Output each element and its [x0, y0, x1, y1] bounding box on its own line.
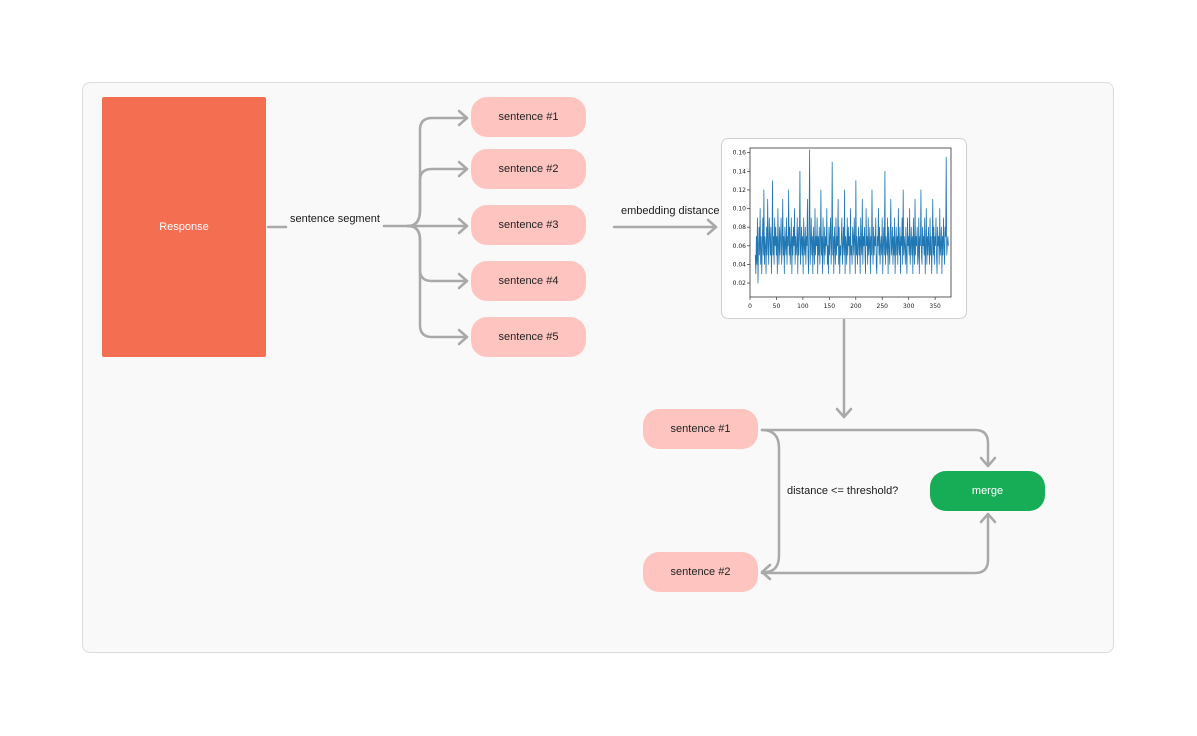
- sentence-node-label: sentence #5: [498, 331, 559, 343]
- sentence-node-5: sentence #5: [471, 317, 586, 357]
- series-line-1: [754, 149, 949, 284]
- sentence-node-label: sentence #2: [498, 163, 559, 175]
- x-tick-label: 300: [903, 303, 915, 310]
- sentence-node-label: sentence #4: [498, 275, 559, 287]
- sentence-node-label: sentence #1: [498, 111, 559, 123]
- plot-frame: [749, 147, 952, 298]
- x-tick-label: 250: [877, 303, 889, 310]
- y-tick-label: 0.12: [733, 187, 747, 194]
- segment-edge-label: sentence segment: [290, 213, 380, 225]
- response-block: Response: [102, 97, 266, 357]
- y-tick-label: 0.06: [733, 243, 747, 250]
- response-label: Response: [159, 221, 209, 233]
- compare-sentence-label: sentence #2: [670, 566, 731, 578]
- sentence-node-2: sentence #2: [471, 149, 586, 189]
- sentence-node-3: sentence #3: [471, 205, 586, 245]
- sentence-node-1: sentence #1: [471, 97, 586, 137]
- compare-sentence-2: sentence #2: [643, 552, 758, 592]
- distance-chart-card: 0 50 100 150 200 250 300 350 0.02 0.04 0.06 0.08 0.1…: [721, 138, 967, 319]
- x-tick-label: 200: [850, 303, 862, 310]
- x-tick-label: 0: [748, 303, 752, 310]
- merge-label: merge: [971, 485, 1004, 497]
- compare-sentence-label: sentence #1: [670, 423, 731, 435]
- sentence-node-4: sentence #4: [471, 261, 586, 301]
- x-tick-label: 50: [773, 303, 781, 310]
- y-tick-label: 0.08: [733, 224, 747, 231]
- x-tick-label: 150: [824, 303, 836, 310]
- distance-line-chart: 0 50 100 150 200 250 300 350 0.02 0.04 0.06 0.08 0.1…: [733, 147, 952, 310]
- x-tick-label: 100: [797, 303, 809, 310]
- y-tick-label: 0.16: [733, 150, 747, 157]
- y-tick-label: 0.14: [733, 168, 747, 175]
- sentence-node-label: sentence #3: [498, 219, 559, 231]
- y-tick-label: 0.04: [733, 261, 747, 268]
- threshold-label: distance <= threshold?: [787, 485, 899, 497]
- x-tick-label: 350: [929, 303, 941, 310]
- y-tick-label: 0.02: [733, 280, 747, 287]
- y-tick-label: 0.10: [733, 206, 747, 213]
- compare-sentence-1: sentence #1: [643, 409, 758, 449]
- embedding-edge-label: embedding distance: [621, 205, 720, 217]
- merge-node: merge: [930, 471, 1045, 511]
